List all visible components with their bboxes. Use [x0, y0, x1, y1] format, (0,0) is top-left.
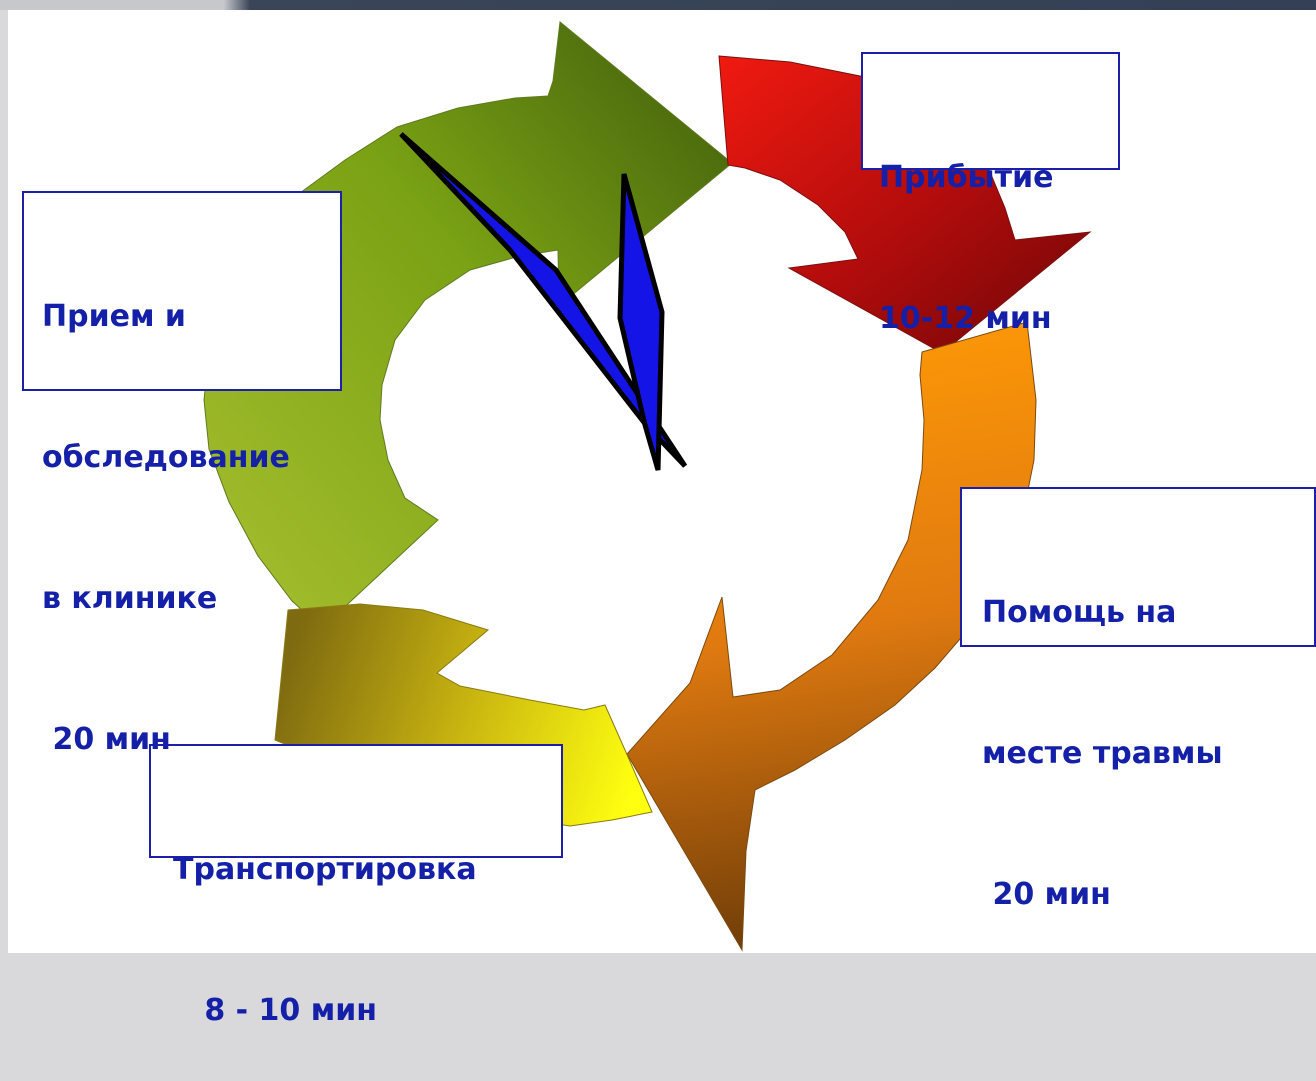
- slide-header-bar: [0, 0, 1316, 10]
- stage-label-line: 8 - 10 мин: [173, 993, 378, 1028]
- stage-label-line: 20 мин: [42, 722, 171, 757]
- stage-label-onsite: Помощь на месте травмы 20 мин: [960, 487, 1316, 912]
- stage-label-line: Прием и: [42, 299, 186, 334]
- clock-hand-long: [399, 132, 688, 468]
- stage-label-line: 10-12 мин: [879, 301, 1052, 336]
- stage-label-line: 20 мин: [982, 877, 1111, 912]
- stage-label-line: Прибытие: [879, 160, 1054, 195]
- stage-label-line: в клинике: [42, 581, 218, 616]
- stage-label-clinic: Прием и обследование в клинике 20 мин: [22, 191, 342, 757]
- stage-label-line: месте травмы: [982, 736, 1223, 771]
- clock-hands-icon: [399, 132, 688, 471]
- clock-hand-short: [617, 173, 665, 471]
- stage-label-line: обследование: [42, 440, 290, 475]
- stage-label-line: Помощь на: [982, 595, 1177, 630]
- arrow-clinic: [203, 21, 733, 629]
- stage-label-arrival: Прибытие 10-12 мин: [861, 52, 1120, 336]
- stage-label-line: Транспортировка: [173, 852, 477, 887]
